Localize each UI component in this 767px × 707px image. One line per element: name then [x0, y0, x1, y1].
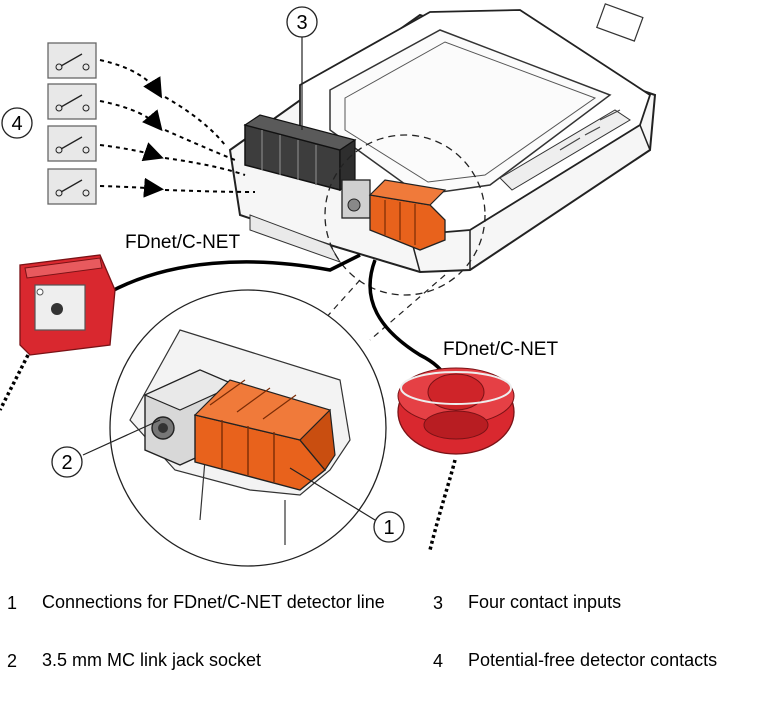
svg-text:4: 4 — [11, 113, 22, 135]
cable-left — [109, 253, 361, 294]
callout-leader-2 — [82, 419, 161, 456]
fdnet-terminals-large — [193, 379, 336, 491]
wiring-diagram: 3 4 2 1 FDnet/C-NET FDnet/C-NET — [0, 3, 657, 567]
contact-switch-icon — [47, 42, 97, 79]
contact-switch-group — [47, 42, 97, 205]
module-housing — [228, 3, 657, 274]
callout-3: 3 — [286, 6, 318, 38]
legend-text-2: 3.5 mm MC link jack socket — [42, 650, 262, 670]
contact-arrows — [99, 59, 256, 198]
legend-text-4: Potential-free detector contacts — [468, 650, 718, 670]
callout-1: 1 — [373, 511, 405, 543]
zoom-line-right — [369, 274, 446, 341]
contact-switch-icon — [47, 83, 97, 120]
contact-input-terminals — [243, 114, 357, 192]
cable-left-tail — [0, 354, 30, 411]
svg-text:2: 2 — [61, 452, 72, 474]
svg-text:1: 1 — [383, 517, 394, 539]
cable-label-right: FDnet/C-NET — [443, 339, 558, 360]
legend-text-3: Four contact inputs — [468, 592, 622, 612]
cable-label-left: FDnet/C-NET — [125, 232, 240, 253]
legend-text-1: Connections for FDnet/C-NET detector lin… — [42, 592, 385, 612]
zoom-detail — [109, 289, 387, 567]
contact-switch-icon — [47, 168, 97, 205]
legend-num-1: 1 — [7, 593, 18, 613]
contact-switch-icon — [47, 125, 97, 162]
cable-right-tail — [428, 459, 457, 551]
manual-call-point-icon — [19, 254, 116, 356]
callout-2: 2 — [51, 446, 83, 478]
svg-text:3: 3 — [296, 12, 307, 34]
legend-num-3: 3 — [433, 593, 444, 613]
legend-num-2: 2 — [7, 651, 18, 671]
smoke-detector-icon — [397, 367, 515, 455]
legend-num-4: 4 — [433, 651, 444, 671]
fdnet-terminals-small — [368, 179, 447, 251]
callout-leader-1 — [289, 467, 376, 521]
cable-right — [368, 259, 449, 381]
legend: 1 Connections for FDnet/C-NET detector l… — [0, 588, 767, 703]
callout-4: 4 — [1, 107, 33, 139]
zoom-circle-small — [324, 134, 486, 296]
